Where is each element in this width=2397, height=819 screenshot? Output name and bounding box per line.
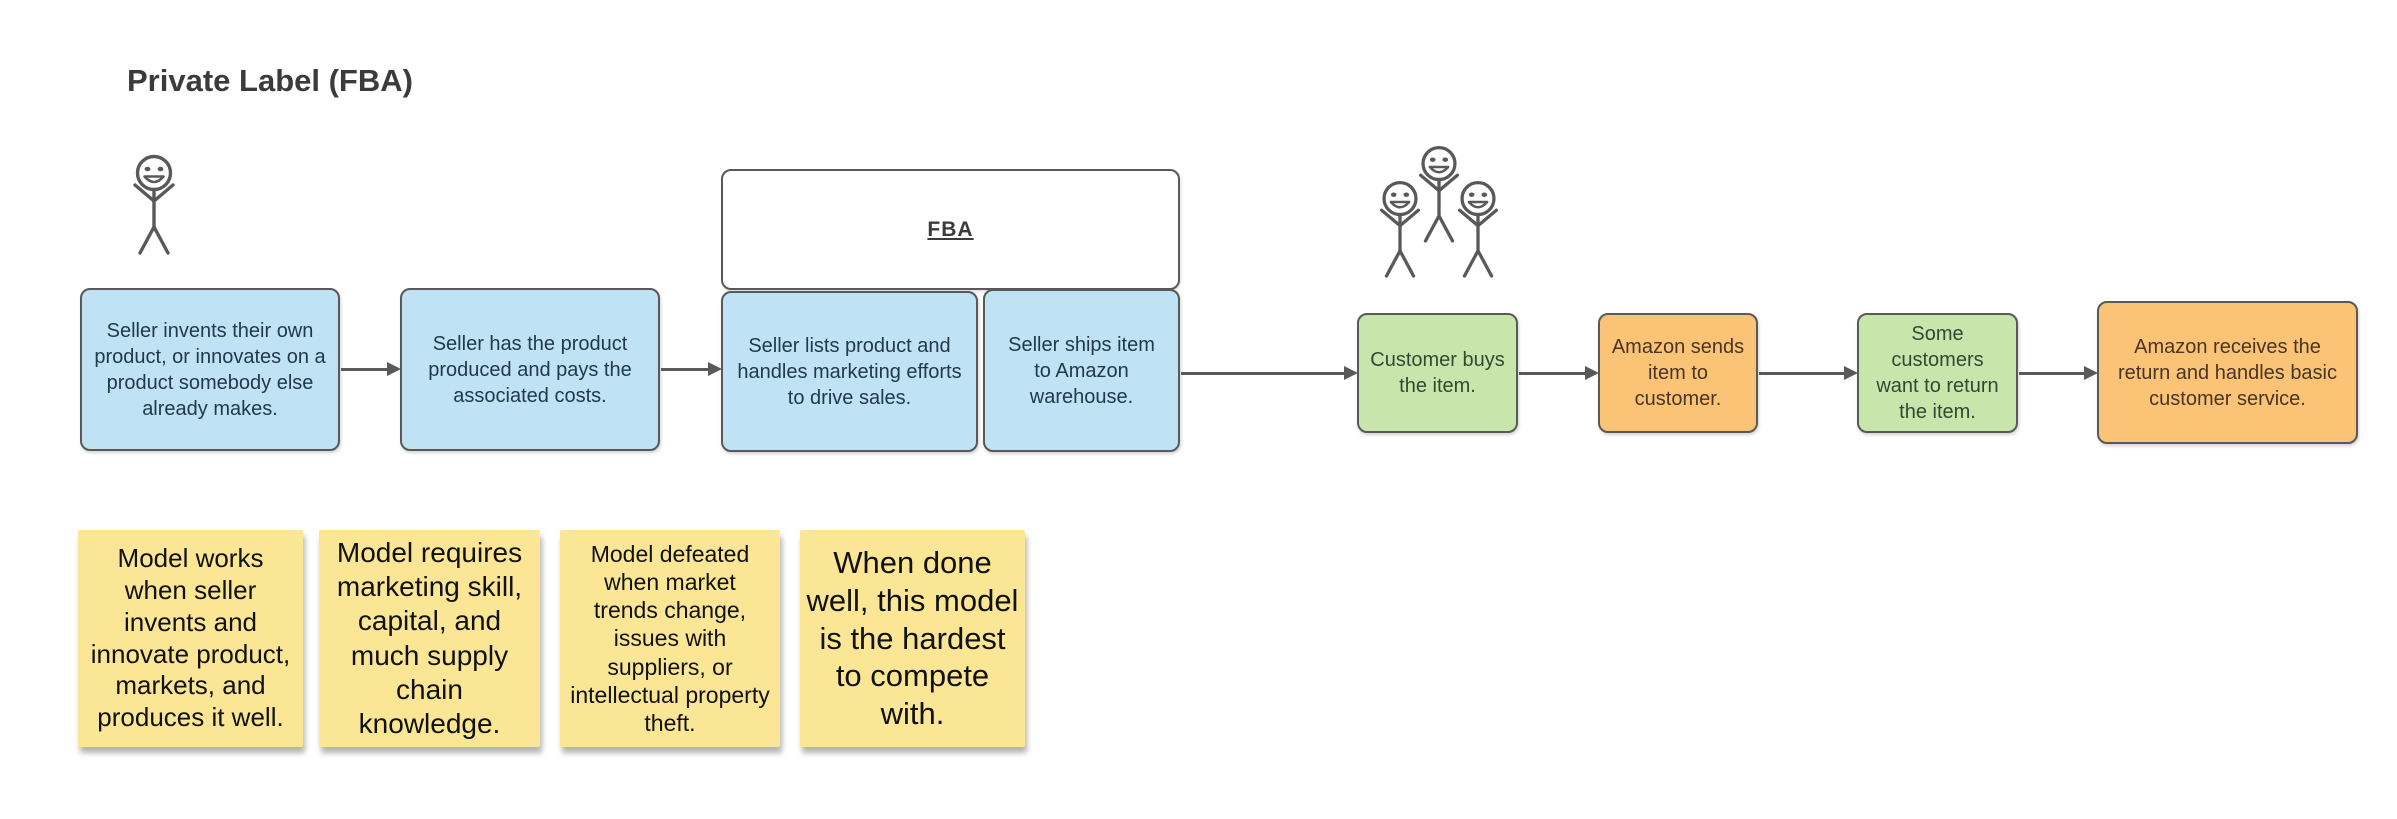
connector-arrow[interactable] [2019, 372, 2085, 375]
flow-step-label: Seller invents their own product, or inn… [94, 319, 326, 420]
flow-step-customer-returns[interactable]: Some customers want to return the item. [1857, 313, 2018, 433]
sticky-note-model-requires[interactable]: Model requires marketing skill, capital,… [319, 530, 540, 747]
flow-step-label: Amazon sends item to customer. [1611, 336, 1745, 410]
connector-arrow[interactable] [1519, 372, 1586, 375]
connector-arrow[interactable] [341, 368, 388, 371]
flow-step-amazon-sends[interactable]: Amazon sends item to customer. [1598, 313, 1758, 433]
sticky-note-model-defeated[interactable]: Model defeated when market trends change… [560, 530, 780, 747]
flow-step-label: Seller ships item to Amazon warehouse. [1008, 333, 1155, 408]
flow-step-amazon-receives-return[interactable]: Amazon receives the return and handles b… [2097, 301, 2358, 444]
connector-arrow[interactable] [1759, 372, 1845, 375]
connector-arrow[interactable] [1181, 372, 1345, 375]
flow-step-label: Amazon receives the return and handles b… [2117, 335, 2338, 410]
sticky-note-when-done-well[interactable]: When done well, this model is the hardes… [800, 530, 1025, 747]
flow-step-label: Seller lists product and handles marketi… [737, 334, 962, 409]
seller-stick-figure-icon[interactable] [124, 154, 184, 258]
sticky-note-text: Model defeated when market trends change… [570, 541, 770, 736]
flow-step-seller-lists[interactable]: Seller lists product and handles marketi… [721, 291, 978, 452]
sticky-note-model-works[interactable]: Model works when seller invents and inno… [78, 530, 303, 747]
flow-step-seller-produces[interactable]: Seller has the product produced and pays… [400, 288, 660, 451]
sticky-note-text: Model works when seller invents and inno… [90, 543, 291, 732]
flow-step-label: Some customers want to return the item. [1876, 323, 1999, 423]
flow-step-label: Customer buys the item. [1370, 349, 1505, 397]
customer-stick-figure-icon[interactable] [1371, 180, 1429, 281]
flow-step-customer-buys[interactable]: Customer buys the item. [1357, 313, 1518, 433]
flow-step-seller-invents[interactable]: Seller invents their own product, or inn… [80, 288, 340, 451]
flow-step-label: Seller has the product produced and pays… [428, 332, 632, 407]
connector-arrow[interactable] [661, 368, 709, 371]
flow-step-seller-ships[interactable]: Seller ships item to Amazon warehouse. [983, 289, 1180, 452]
sticky-note-text: When done well, this model is the hardes… [806, 544, 1019, 732]
page-title: Private Label (FBA) [127, 63, 413, 98]
fba-group-label: FBA [927, 217, 974, 241]
sticky-note-text: Model requires marketing skill, capital,… [336, 537, 523, 739]
fba-group-container[interactable]: FBA [721, 169, 1180, 290]
customer-stick-figure-icon[interactable] [1449, 180, 1507, 281]
